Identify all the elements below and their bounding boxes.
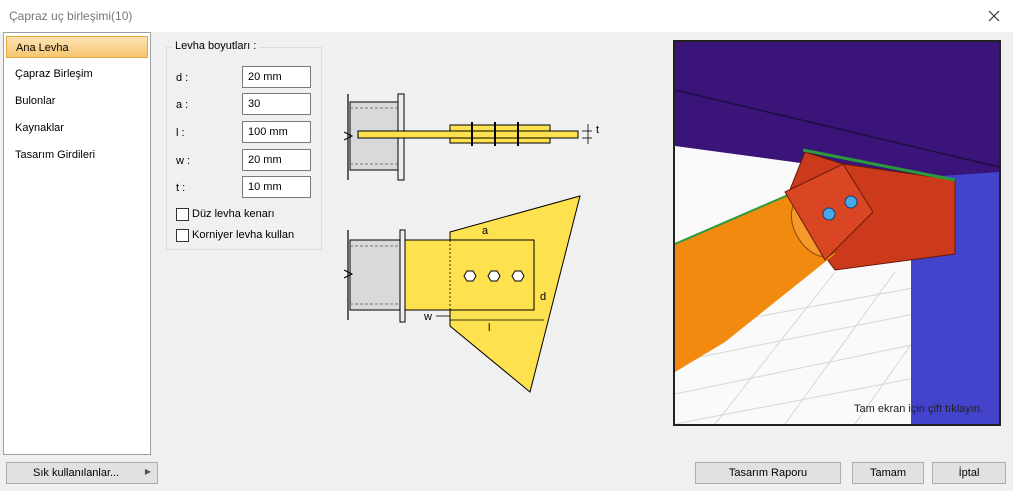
t-input[interactable]	[242, 176, 311, 198]
use-angle-plate-checkbox[interactable]	[176, 229, 189, 242]
l-input[interactable]	[242, 121, 311, 143]
t-dimension-label: t	[596, 124, 599, 136]
w-dimension-label: w	[423, 311, 432, 323]
l-label: l :	[176, 127, 185, 139]
sidebar-item-bulonlar[interactable]: Bulonlar	[6, 90, 148, 112]
a-label: a :	[176, 99, 189, 111]
bolt-icon	[844, 195, 858, 209]
gusset-bottom-view	[449, 137, 551, 144]
d-label: d :	[176, 72, 189, 84]
d-input[interactable]	[242, 66, 311, 88]
sidebar-item-tasarim-girdileri[interactable]: Tasarım Girdileri	[6, 144, 148, 166]
plate-top-view	[357, 130, 579, 139]
close-icon[interactable]	[983, 5, 1005, 27]
flat-plate-edge-checkbox[interactable]	[176, 208, 189, 221]
3d-view[interactable]: Tam ekran için çift tıklayın.	[673, 40, 1001, 426]
favorites-label: Sık kullanılanlar...	[33, 467, 120, 479]
sidebar-item-label: Tasarım Girdileri	[15, 149, 96, 161]
plate-dimensions-title: Levha boyutları :	[172, 40, 260, 52]
ok-button[interactable]: Tamam	[852, 462, 924, 484]
bolt-icon	[822, 207, 836, 221]
thickness-dimension	[582, 124, 592, 144]
sidebar-item-label: Çapraz Birleşim	[15, 68, 93, 80]
design-report-button[interactable]: Tasarım Raporu	[695, 462, 841, 484]
bolts-top	[471, 122, 519, 146]
title-bar: Çapraz uç birleşimi(10)	[0, 0, 1013, 32]
t-label: t :	[176, 182, 186, 194]
sidebar-item-capraz-birlesim[interactable]: Çapraz Birleşim	[6, 63, 148, 85]
column-flange	[399, 229, 406, 323]
sidebar-item-kaynaklar[interactable]: Kaynaklar	[6, 117, 148, 139]
a-dimension-label: a	[482, 225, 489, 237]
sidebar-item-label: Ana Levha	[16, 42, 69, 54]
bolt-holes	[463, 270, 525, 282]
sidebar-item-ana-levha[interactable]: Ana Levha	[6, 36, 148, 58]
tube	[675, 192, 835, 372]
beam	[675, 42, 999, 178]
sidebar: Ana Levha Çapraz Birleşim Bulonlar Kayna…	[3, 32, 151, 455]
w-label: w :	[176, 155, 191, 167]
plate-diagram: t a d w l	[343, 93, 599, 393]
favorites-button[interactable]: Sık kullanılanlar... ▶	[6, 462, 158, 484]
window-title: Çapraz uç birleşimi(10)	[9, 9, 133, 23]
chevron-right-icon: ▶	[144, 467, 151, 476]
use-angle-plate-label: Korniyer levha kullan	[192, 229, 295, 241]
column-section-side	[343, 230, 405, 320]
sidebar-item-label: Bulonlar	[15, 95, 56, 107]
w-input[interactable]	[242, 149, 311, 171]
gusset-top-view	[449, 124, 551, 132]
fullscreen-hint: Tam ekran için çift tıklayın.	[854, 403, 983, 415]
l-dimension-label: l	[488, 322, 490, 334]
a-input[interactable]	[242, 93, 311, 115]
cancel-button[interactable]: İptal	[932, 462, 1006, 484]
3d-model-render	[675, 42, 999, 424]
d-dimension-label: d	[540, 291, 546, 303]
sidebar-item-label: Kaynaklar	[15, 122, 64, 134]
flat-plate-edge-label: Düz levha kenarı	[192, 208, 275, 220]
